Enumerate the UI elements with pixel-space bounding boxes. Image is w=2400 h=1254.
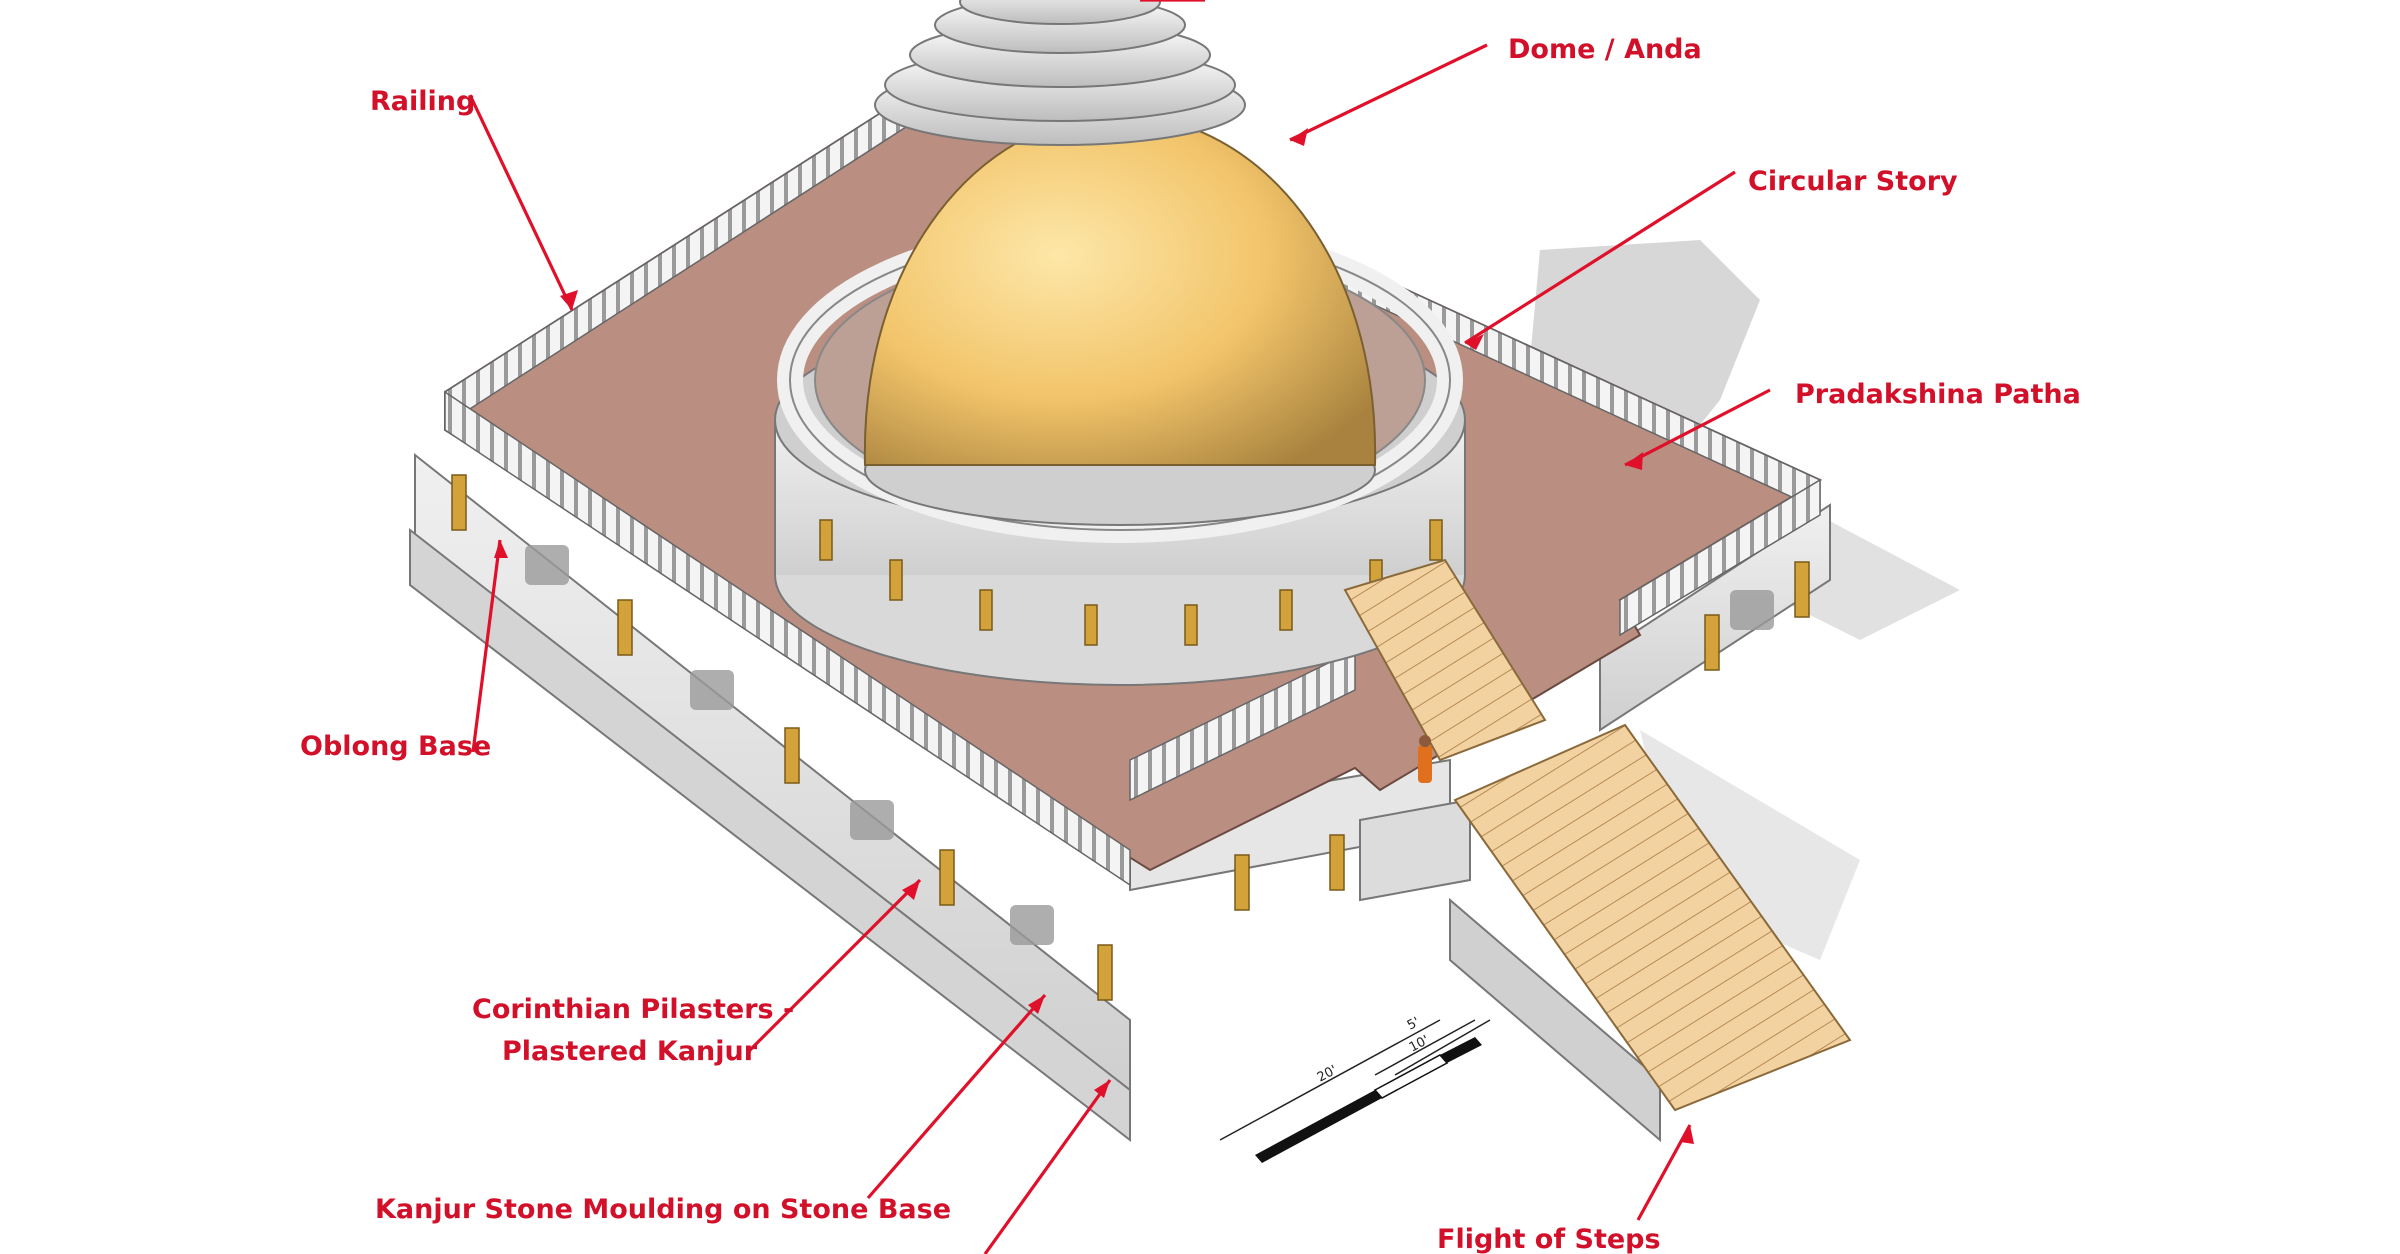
flight-of-steps (1343, 558, 1852, 1112)
label-railing: Railing (370, 86, 475, 117)
label-pilasters-line1: Corinthian Pilasters - (472, 994, 794, 1025)
arrow-heads (494, 128, 1694, 1144)
dome-anda (863, 113, 1377, 526)
label-pradakshina-patha: Pradakshina Patha (1795, 379, 2081, 410)
annotation-labels: Railing Dome / Anda Circular Story Prada… (300, 34, 2081, 1254)
label-circular-story: Circular Story (1748, 166, 1958, 197)
scale-label-20: 20' (1315, 1063, 1340, 1086)
label-dome-anda: Dome / Anda (1508, 34, 1702, 65)
scale-bar: 20' 10' 5' (1219, 1015, 1491, 1163)
monk-figure (1418, 735, 1432, 783)
relief-panels (525, 545, 1774, 945)
harmika-rings (874, 0, 1246, 146)
label-pilasters-line2: Plastered Kanjur (502, 1036, 758, 1067)
pilasters (451, 474, 1810, 1001)
label-oblong-base: Oblong Base (300, 731, 491, 762)
label-flight-of-steps: Flight of Steps (1437, 1224, 1661, 1254)
label-moulding: Kanjur Stone Moulding on Stone Base (375, 1194, 951, 1225)
